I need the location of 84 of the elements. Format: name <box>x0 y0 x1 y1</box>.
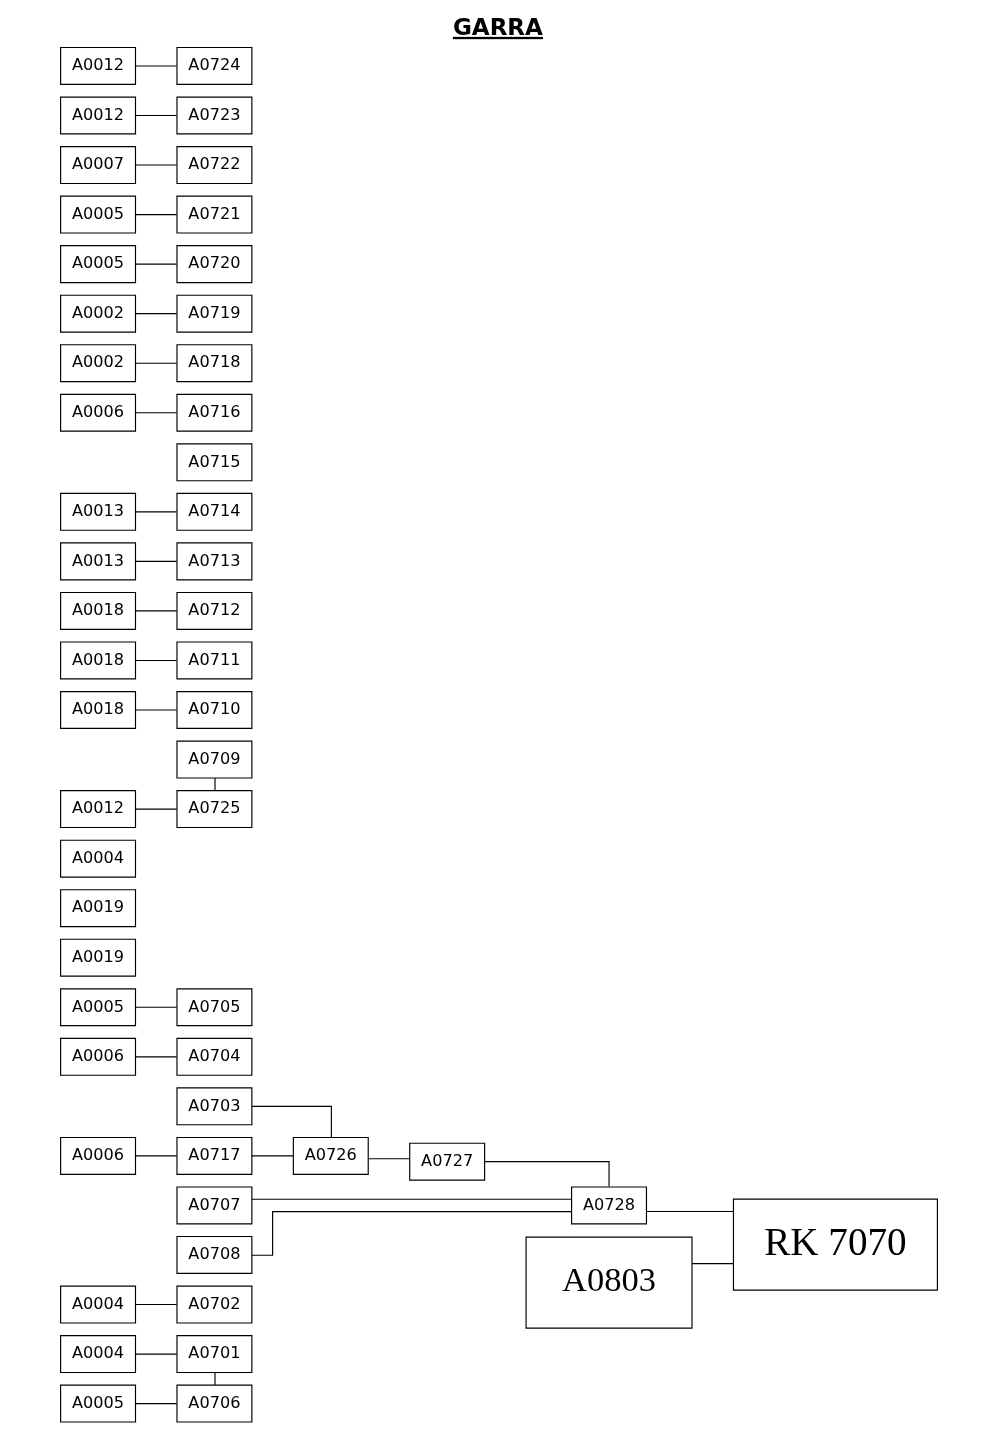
node-box: A0706 <box>175 1384 252 1423</box>
connector <box>134 1155 177 1157</box>
connector <box>250 1211 572 1256</box>
node-box: A0006 <box>59 1037 136 1076</box>
node-box: A0005 <box>59 245 136 284</box>
node-box: A0013 <box>59 542 136 581</box>
connector <box>367 1158 410 1160</box>
node-box: A0002 <box>59 344 136 383</box>
connector <box>134 808 177 810</box>
node-box: A0012 <box>59 46 136 85</box>
connector <box>134 709 177 711</box>
connector <box>134 1303 177 1306</box>
node-box: A0728 <box>570 1186 647 1225</box>
node-box: A0720 <box>175 245 252 284</box>
node-box: A0004 <box>59 839 136 878</box>
connector <box>134 610 177 612</box>
connector <box>213 777 216 792</box>
node-box: A0721 <box>175 195 252 234</box>
node-box: A0709 <box>175 740 252 779</box>
node-box: A0714 <box>175 492 252 531</box>
node-box: A0703 <box>175 1087 252 1126</box>
node-box: A0702 <box>175 1285 252 1324</box>
node-box: A0005 <box>59 195 136 234</box>
connector <box>134 313 177 315</box>
node-box: RK 7070 <box>732 1198 938 1291</box>
node-box: A0725 <box>175 790 252 829</box>
connector <box>134 412 177 414</box>
node-box: A0710 <box>175 691 252 730</box>
node-box: A0708 <box>175 1235 252 1274</box>
node-box: A0013 <box>59 492 136 531</box>
node-box: A0004 <box>59 1335 136 1374</box>
node-box: A0705 <box>175 988 252 1027</box>
node-box: A0713 <box>175 542 252 581</box>
node-box: A0006 <box>59 393 136 432</box>
node-box: A0019 <box>59 938 136 977</box>
node-box: A0012 <box>59 790 136 829</box>
node-box: A0718 <box>175 344 252 383</box>
connector <box>134 1353 177 1355</box>
node-box: A0715 <box>175 443 252 482</box>
node-box: A0002 <box>59 294 136 333</box>
node-box: A0803 <box>525 1236 693 1329</box>
connector <box>134 362 177 364</box>
connector <box>250 1198 572 1200</box>
node-box: A0722 <box>175 146 252 185</box>
connector <box>251 1105 332 1139</box>
connector <box>134 1403 177 1405</box>
node-box: A0716 <box>175 393 252 432</box>
node-box: A0717 <box>175 1136 252 1175</box>
node-box: A0704 <box>175 1037 252 1076</box>
connector <box>134 164 177 166</box>
connector <box>690 1263 734 1265</box>
diagram-title: GARRA <box>452 13 543 40</box>
connector <box>134 263 177 265</box>
connector <box>134 1056 177 1058</box>
node-box: A0019 <box>59 889 136 928</box>
node-box: A0701 <box>175 1335 252 1374</box>
connector <box>134 114 177 117</box>
node-box: A0711 <box>175 641 252 680</box>
node-box: A0018 <box>59 641 136 680</box>
node-box: A0727 <box>408 1142 485 1181</box>
node-box: A0018 <box>59 691 136 730</box>
node-box: A0723 <box>175 96 252 135</box>
node-box: A0726 <box>292 1136 369 1175</box>
node-box: A0005 <box>59 988 136 1027</box>
node-box: A0005 <box>59 1384 136 1423</box>
node-box: A0724 <box>175 46 252 85</box>
connector <box>134 659 177 662</box>
connector <box>645 1210 734 1213</box>
node-box: A0707 <box>175 1186 252 1225</box>
connector <box>250 1155 294 1157</box>
connector <box>134 511 177 513</box>
connector <box>134 1006 177 1008</box>
node-box: A0712 <box>175 591 252 630</box>
node-box: A0006 <box>59 1136 136 1175</box>
node-box: A0719 <box>175 294 252 333</box>
connector <box>213 1371 216 1386</box>
connector <box>134 560 177 562</box>
node-box: A0004 <box>59 1285 136 1324</box>
node-box: A0012 <box>59 96 136 135</box>
connector <box>134 214 177 216</box>
connector <box>134 65 177 67</box>
connector <box>483 1161 610 1188</box>
node-box: A0007 <box>59 146 136 185</box>
node-box: A0018 <box>59 591 136 630</box>
